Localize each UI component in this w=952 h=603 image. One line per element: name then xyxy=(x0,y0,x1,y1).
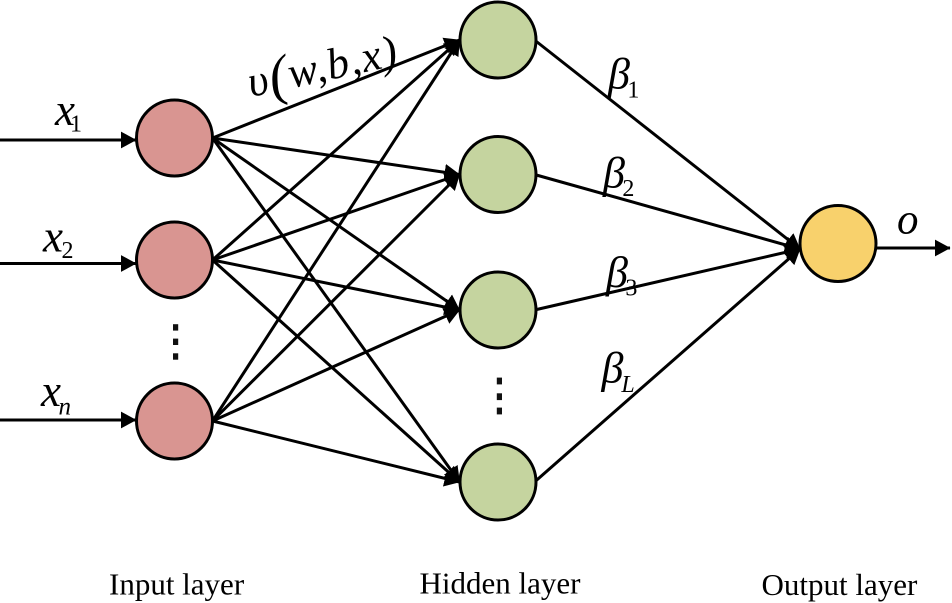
svg-text:βL: βL xyxy=(601,344,635,398)
svg-text:xn: xn xyxy=(40,366,71,421)
svg-text:β2: β2 xyxy=(602,149,634,203)
svg-text:x2: x2 xyxy=(42,212,73,265)
svg-text:Input layer: Input layer xyxy=(109,567,245,602)
svg-text:o: o xyxy=(897,197,919,244)
svg-text:β1: β1 xyxy=(607,50,639,104)
svg-text:Hidden layer: Hidden layer xyxy=(420,566,582,601)
svg-text:β3: β3 xyxy=(605,248,637,302)
svg-text:υ(w,b,x): υ(w,b,x) xyxy=(241,20,404,113)
svg-text:x1: x1 xyxy=(54,85,82,138)
svg-text:Output layer: Output layer xyxy=(762,567,918,602)
